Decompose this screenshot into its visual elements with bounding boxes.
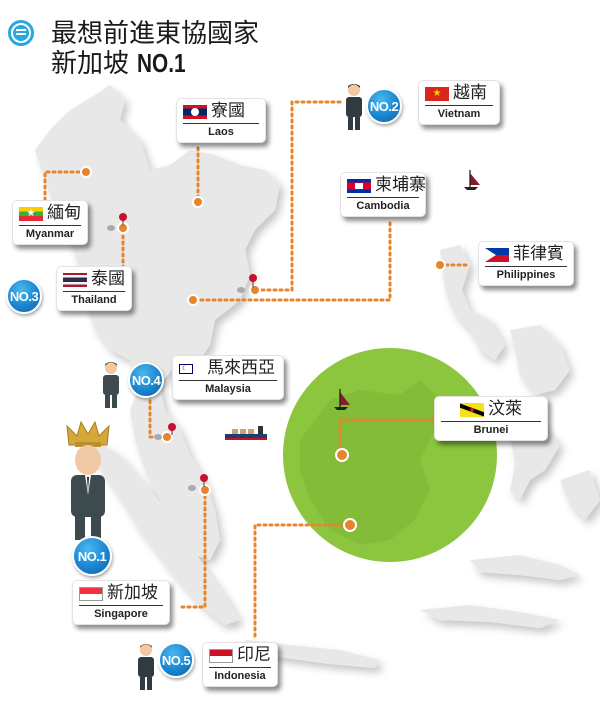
philippines-flag-icon: [485, 247, 509, 262]
country-card-thailand[interactable]: 泰國 Thailand: [56, 266, 132, 311]
indonesia-flag-icon: [209, 648, 233, 663]
malaysia-flag-icon: ☾: [179, 363, 193, 374]
rank-badge-thailand: NO.3: [6, 278, 42, 314]
brunei-flag-icon: [460, 402, 484, 417]
country-card-vietnam[interactable]: ★越南 Vietnam: [418, 80, 500, 125]
cargo-ship-icon: [225, 426, 267, 440]
arrow-right-circle-icon: [8, 20, 34, 46]
rank-badge-singapore: NO.1: [72, 536, 112, 576]
vietnam-flag-icon: ★: [425, 86, 449, 101]
country-card-indonesia[interactable]: 印尼 Indonesia: [202, 642, 278, 687]
country-card-singapore[interactable]: 新加坡 Singapore: [72, 580, 170, 625]
rank-badge-malaysia: NO.4: [128, 362, 164, 398]
title-rank: NO.1: [137, 48, 186, 78]
crowned-businessman-icon: [66, 420, 110, 540]
sailboat-icon: [464, 170, 480, 190]
myanmar-flag-icon: ★: [19, 206, 43, 221]
cambodia-flag-icon: [347, 178, 371, 193]
rank-badge-indonesia: NO.5: [158, 642, 194, 678]
rank-badge-vietnam: NO.2: [366, 88, 402, 124]
businessman-icon: [103, 362, 119, 408]
country-card-brunei[interactable]: 汶萊 Brunei: [434, 396, 548, 441]
country-card-philippines[interactable]: 菲律賓 Philippines: [478, 241, 574, 286]
title-line-1: 最想前進東協國家: [51, 19, 260, 49]
laos-flag-icon: [183, 104, 207, 119]
title-line-2: 新加坡 NO.1: [51, 48, 186, 79]
businessman-icon: [346, 84, 362, 130]
singapore-flag-icon: [79, 586, 103, 601]
country-card-myanmar[interactable]: ★緬甸 Myanmar: [12, 200, 88, 245]
sailboat-icon-2: [334, 389, 350, 410]
country-card-cambodia[interactable]: 柬埔寨 Cambodia: [340, 172, 426, 217]
country-card-malaysia[interactable]: ☾馬來西亞 Malaysia: [172, 355, 284, 400]
thailand-flag-icon: [63, 272, 87, 287]
country-card-laos[interactable]: 寮國 Laos: [176, 98, 266, 143]
businessman-icon: [138, 644, 154, 690]
